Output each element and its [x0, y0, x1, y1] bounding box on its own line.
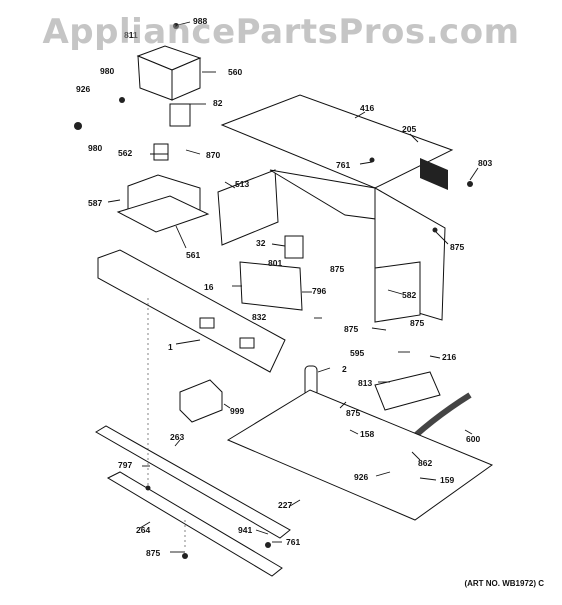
- label-2: 2: [342, 364, 347, 374]
- box-999: [179, 379, 223, 423]
- nut-980-b: [74, 122, 82, 130]
- electronic-control-16: [239, 261, 303, 311]
- side-bracket-513: [217, 169, 279, 246]
- screw-761: [369, 157, 375, 163]
- label-416: 416: [360, 103, 374, 113]
- back-panel-416: [220, 94, 454, 189]
- label-803: 803: [478, 158, 492, 168]
- trim-strip-263: [95, 425, 291, 539]
- plate-561: [116, 195, 210, 233]
- control-box-560-side: [171, 57, 201, 101]
- label-264: 264: [136, 525, 150, 535]
- label-562: 562: [118, 148, 132, 158]
- label-875-b: 875: [330, 264, 344, 274]
- label-813: 813: [358, 378, 372, 388]
- terminal-block-216: [374, 371, 441, 411]
- screw-875-b: [182, 553, 188, 559]
- label-870: 870: [206, 150, 220, 160]
- label-980-bottom: 980: [88, 143, 102, 153]
- label-801: 801: [268, 258, 282, 268]
- label-82: 82: [213, 98, 223, 108]
- screw-988: [173, 23, 179, 29]
- label-216: 216: [442, 352, 456, 362]
- label-999: 999: [230, 406, 244, 416]
- label-988: 988: [193, 16, 207, 26]
- bottom-trim-264: [106, 471, 283, 577]
- label-587: 587: [88, 198, 102, 208]
- label-797: 797: [118, 460, 132, 470]
- label-16: 16: [204, 282, 214, 292]
- label-875-a: 875: [450, 242, 464, 252]
- chassis-bracket-582: [374, 261, 421, 323]
- switch-562: [153, 143, 169, 161]
- label-582: 582: [402, 290, 416, 300]
- display-window-2: [239, 337, 255, 349]
- screw-797: [145, 485, 151, 491]
- label-263: 263: [170, 432, 184, 442]
- sensor-32: [284, 235, 304, 259]
- label-561: 561: [186, 250, 200, 260]
- display-window: [199, 317, 215, 329]
- label-875-c: 875: [344, 324, 358, 334]
- label-761-bottom: 761: [286, 537, 300, 547]
- label-595: 595: [350, 348, 364, 358]
- label-832: 832: [252, 312, 266, 322]
- label-811: 811: [124, 30, 138, 40]
- label-761-top: 761: [336, 160, 350, 170]
- label-513: 513: [235, 179, 249, 189]
- label-796: 796: [312, 286, 326, 296]
- label-875-d: 875: [410, 318, 424, 328]
- screw-803: [467, 181, 473, 187]
- label-1: 1: [168, 342, 173, 352]
- label-941: 941: [238, 525, 252, 535]
- label-158: 158: [360, 429, 374, 439]
- label-205: 205: [402, 124, 416, 134]
- vent-grille-205: [420, 158, 448, 190]
- label-875-f: 875: [146, 548, 160, 558]
- screw-941: [265, 542, 271, 548]
- screw-875: [432, 227, 438, 233]
- label-32: 32: [256, 238, 266, 248]
- label-875-e: 875: [346, 408, 360, 418]
- base-plate-227: [226, 389, 494, 521]
- label-926-bottom: 926: [354, 472, 368, 482]
- label-980-top: 980: [100, 66, 114, 76]
- nut-980: [119, 97, 125, 103]
- label-600: 600: [466, 434, 480, 444]
- label-862: 862: [418, 458, 432, 468]
- label-560: 560: [228, 67, 242, 77]
- art-number: (ART NO. WB1972) C: [464, 579, 544, 588]
- label-159: 159: [440, 475, 454, 485]
- control-fascia-1: [97, 249, 286, 373]
- label-227: 227: [278, 500, 292, 510]
- label-926-top: 926: [76, 84, 90, 94]
- relay-82: [169, 103, 191, 127]
